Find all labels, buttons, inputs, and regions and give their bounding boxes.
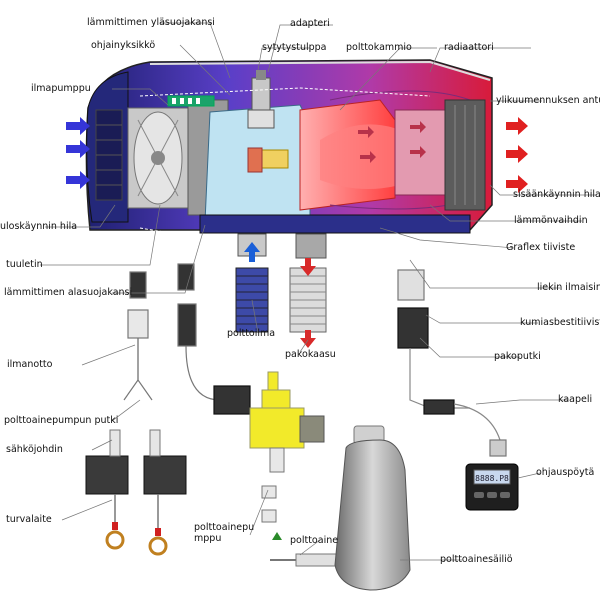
fuse-icon xyxy=(85,429,187,556)
label-exhaust-gas: pakokaasu xyxy=(285,349,336,360)
label-adapter: adapteri xyxy=(290,18,330,29)
label-power-cord: sähköjohdin xyxy=(6,444,63,455)
label-air-intake: ilmanotto xyxy=(7,359,53,370)
exit-grille xyxy=(95,109,123,201)
label-radiator: radiaattori xyxy=(444,42,494,53)
label-control-unit: ohjainyksikkö xyxy=(91,40,156,51)
heater-housing xyxy=(85,59,493,239)
label-exit-grille: uloskäynnin hila xyxy=(0,221,78,232)
label-top-cover: lämmittimen yläsuojakansi xyxy=(87,17,215,28)
fan-icon xyxy=(127,107,189,209)
label-fan: tuuletin xyxy=(6,259,43,270)
inlet-arrow-icon xyxy=(66,117,90,189)
fuel-pump xyxy=(249,371,337,567)
label-fuel: polttoaine xyxy=(290,535,339,546)
label-overheat-antenna: ylikuumennuksen anturi xyxy=(496,95,600,106)
control-panel: 8888.P8 xyxy=(465,463,519,511)
label-combustion-chamber: polttokammio xyxy=(346,42,412,53)
control-panel-readout: 8888.P8 xyxy=(475,474,509,483)
combustion-air-bellows xyxy=(235,233,269,333)
right-wiring xyxy=(397,269,507,457)
label-air-pump: ilmapumppu xyxy=(31,83,91,94)
label-fuel-tank: polttoainesäiliö xyxy=(440,554,513,565)
label-exhaust-pipe: pakoputki xyxy=(494,351,541,362)
label-start-grille: sisäänkäynnin hila xyxy=(513,189,600,200)
exhaust-bellows xyxy=(289,233,327,348)
label-graflex-seal: Graflex tiiviste xyxy=(506,242,576,253)
label-control-panel: ohjauspöytä xyxy=(536,467,595,478)
label-glow-plug: sytytystulppa xyxy=(262,42,327,53)
label-rubber-insulator: kumiasbestitiiviste xyxy=(520,317,600,328)
label-cable: kaapeli xyxy=(558,394,593,405)
label-heat-exchanger: lämmönvaihdin xyxy=(514,215,588,226)
fuel-tank xyxy=(334,425,411,591)
label-fuse: turvalaite xyxy=(6,514,52,525)
label-fuel-pump-pipe: polttoainepumpun putki xyxy=(4,415,119,426)
label-flame-indicator: liekin ilmaisin xyxy=(537,282,600,293)
label-fuel-pump: polttoainepu mppu xyxy=(194,522,255,544)
outlet-arrow-icon xyxy=(506,117,528,193)
leader-lines xyxy=(40,22,596,561)
label-bottom-cover: lämmittimen alasuojakansi xyxy=(4,287,133,298)
label-combustion-air: polttoilma xyxy=(227,328,276,339)
